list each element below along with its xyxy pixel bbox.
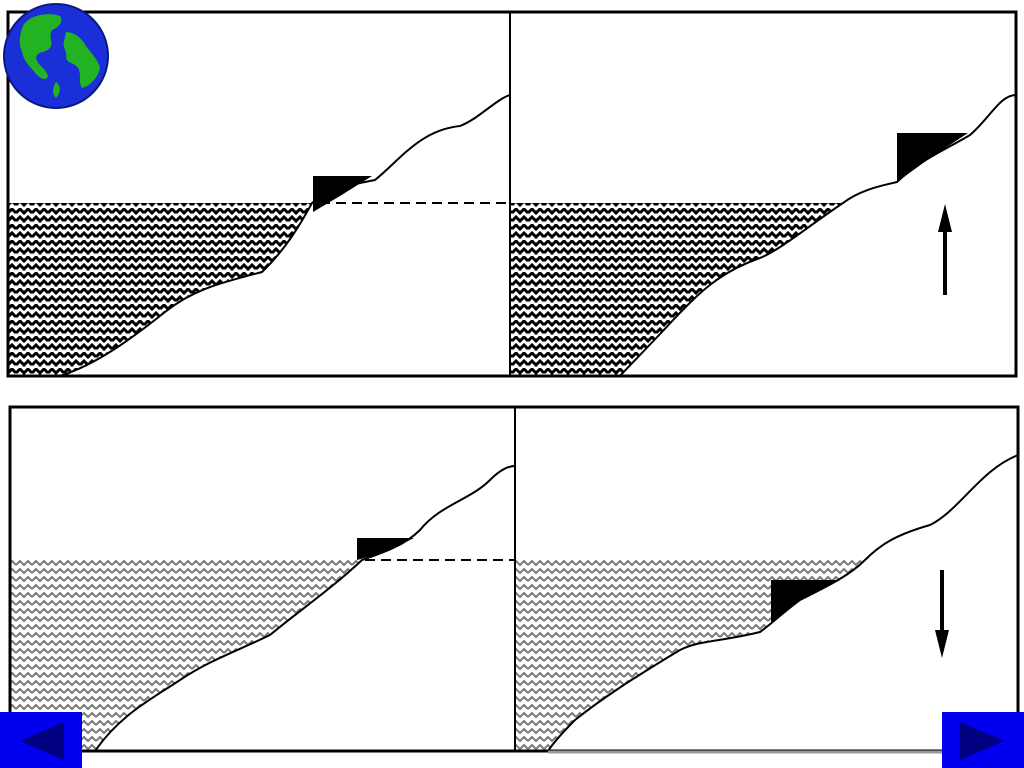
land-slope [547, 454, 1018, 751]
arrow-up-icon [938, 204, 952, 295]
frame-top [6, 10, 1018, 378]
panel-bottom-right [515, 407, 1018, 751]
panel-top-right [510, 12, 1016, 376]
land-block [897, 133, 968, 182]
previous-slide-button[interactable] [0, 712, 82, 768]
sea-area [10, 560, 362, 751]
next-slide-button[interactable] [942, 712, 1024, 768]
panel-top-left [8, 12, 510, 376]
land-block [771, 580, 840, 622]
land-slope [94, 465, 515, 751]
globe-icon [3, 3, 109, 109]
sea-area [510, 203, 843, 376]
sea-area [8, 203, 312, 376]
land-block [357, 538, 414, 560]
arrow-down-icon [935, 570, 949, 658]
right-triangle-icon [960, 722, 1004, 760]
panel-bottom-left [10, 407, 515, 751]
land-slope [59, 94, 510, 376]
left-triangle-icon [20, 722, 64, 760]
land-slope [619, 94, 1016, 376]
